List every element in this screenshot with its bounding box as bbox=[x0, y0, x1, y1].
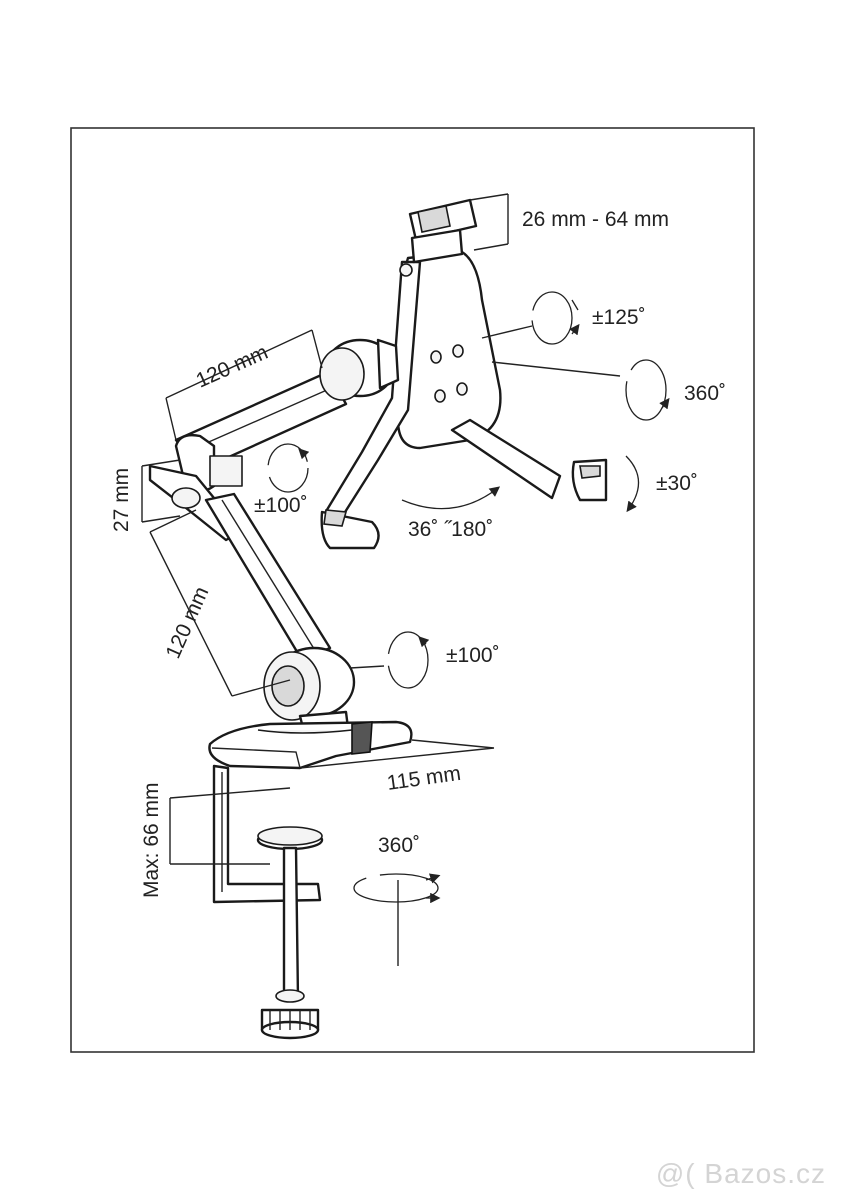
label-grip-range: 26 mm - 64 mm bbox=[522, 208, 669, 231]
right-foot bbox=[571, 458, 608, 502]
label-swivel-upper: ±100˚ bbox=[254, 494, 308, 517]
label-swivel-lower: ±100˚ bbox=[446, 644, 500, 667]
rotation-arrow-100-upper bbox=[267, 443, 310, 493]
label-clamp-max: Max: 66 mm bbox=[140, 782, 163, 898]
label-base-width: 115 mm bbox=[385, 762, 462, 795]
diagram-frame bbox=[70, 127, 755, 1053]
label-arm-length-lower: 120 mm bbox=[162, 583, 214, 662]
tablet-holder bbox=[320, 198, 608, 550]
label-holder-swing: 36˚ ˝180˚ bbox=[408, 518, 493, 541]
rotation-arrow-30 bbox=[625, 455, 640, 513]
mount-holes bbox=[430, 344, 468, 403]
label-base-rotation: 360˚ bbox=[378, 834, 420, 857]
rotation-arrow-360-base bbox=[353, 873, 441, 904]
label-foot-tilt: ±30˚ bbox=[656, 472, 698, 495]
left-foot bbox=[320, 509, 380, 550]
top-grip bbox=[399, 198, 478, 277]
rotation-indicators bbox=[267, 291, 670, 904]
rotation-arrow-360-holder bbox=[625, 359, 670, 421]
dimension-lines bbox=[141, 193, 621, 966]
swing-arrow bbox=[401, 486, 501, 510]
rotation-arrow-100-lower bbox=[387, 631, 430, 689]
label-arm-offset: 27 mm bbox=[110, 468, 133, 532]
rotation-arrow-125 bbox=[531, 291, 578, 345]
clamp-base bbox=[208, 720, 413, 1040]
upper-arm bbox=[174, 338, 400, 493]
label-arm-length-upper: 120 mm bbox=[193, 341, 272, 393]
label-rotation-holder: 360˚ bbox=[684, 382, 726, 405]
watermark: @( Bazos.cz bbox=[655, 1158, 826, 1189]
label-tilt-holder: ±125˚ bbox=[592, 306, 646, 329]
